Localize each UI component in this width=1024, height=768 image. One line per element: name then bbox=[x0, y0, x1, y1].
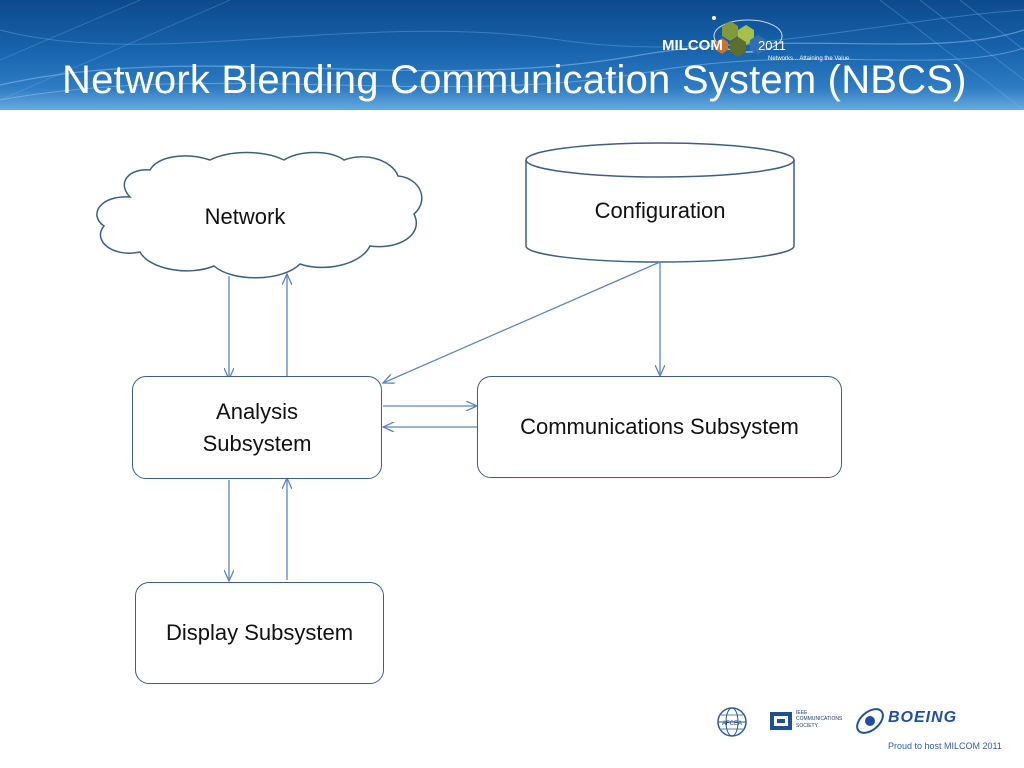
display-label-text: Display Subsystem bbox=[165, 620, 354, 646]
milcom-wordmark: MILCOM bbox=[662, 37, 723, 54]
configuration-database-shape bbox=[525, 142, 795, 263]
milcom-year: 2011 bbox=[758, 38, 786, 53]
boeing-wordmark: BOEING bbox=[888, 709, 958, 726]
network-cloud-shape bbox=[96, 151, 423, 279]
banner-wave-decoration bbox=[0, 0, 1024, 110]
display-subsystem-box bbox=[135, 582, 384, 684]
analysis-label-line1: Analysis bbox=[216, 398, 298, 424]
configuration-label: Configuration bbox=[540, 190, 780, 232]
ieee-communications-society-text: IEEE COMMUNICATIONS SOCIETY bbox=[796, 710, 843, 729]
ieee-logo-icon bbox=[770, 712, 792, 730]
afcea-globe-icon: AFCEA bbox=[717, 707, 747, 737]
boeing-orbit-icon bbox=[856, 708, 884, 734]
milcom-logo: MILCOM 2011 Networks... Attaining the Va… bbox=[652, 12, 882, 68]
header-banner: MILCOM 2011 Networks... Attaining the Va… bbox=[0, 0, 1024, 110]
communications-label-text: Communications Subsystem bbox=[520, 414, 799, 440]
analysis-subsystem-box bbox=[132, 376, 382, 479]
network-label-text: Network bbox=[204, 204, 286, 230]
arrow-configuration-to-analysis bbox=[383, 261, 661, 383]
slide-title: Network Blending Communication System (N… bbox=[62, 58, 967, 102]
footer-caption: Proud to host MILCOM 2011 bbox=[888, 741, 1002, 751]
milcom-tagline: Networks... Attaining the Value bbox=[768, 56, 850, 62]
network-label: Network bbox=[150, 196, 340, 238]
analysis-subsystem-label: Analysis Subsystem bbox=[132, 376, 382, 479]
hexagon-globe-icon bbox=[712, 16, 783, 57]
afcea-logo-text: AFCEA bbox=[722, 721, 742, 727]
display-subsystem-label: Display Subsystem bbox=[135, 582, 384, 684]
communications-subsystem-box bbox=[477, 376, 842, 478]
analysis-label-line2: Subsystem bbox=[202, 430, 312, 456]
communications-subsystem-label: Communications Subsystem bbox=[477, 376, 842, 478]
configuration-label-text: Configuration bbox=[594, 198, 726, 224]
footer-sponsor-logos: AFCEA IEEE COMMUNICATIONS SOCIETY BOEING… bbox=[712, 700, 1012, 760]
